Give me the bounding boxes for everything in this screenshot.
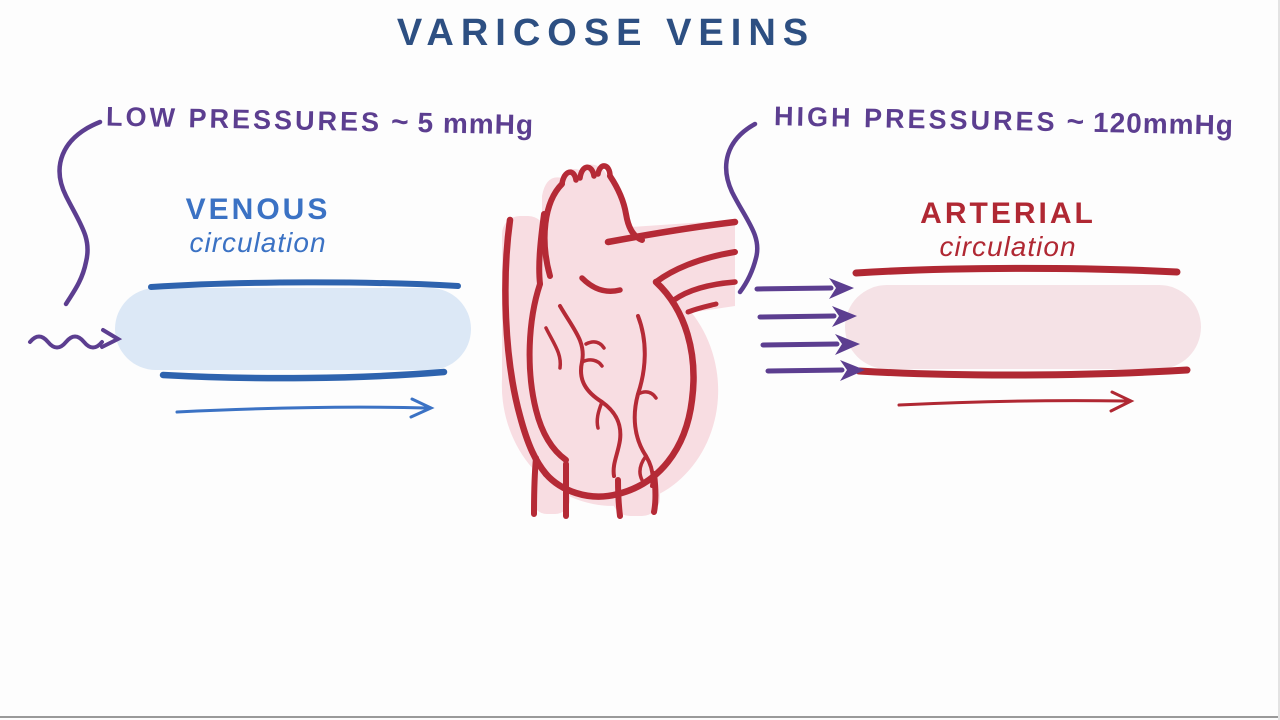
arterial-flow-arrow-icon [897,390,1135,413]
arterial-caption: ARTERIAL circulation [900,198,1116,261]
heart-outline [502,163,739,519]
arterial-vessel-lumen [845,285,1201,369]
frame-bottom-border [0,716,1280,718]
heart-fill [501,164,735,516]
pressure-arrow-icon [757,306,857,327]
venous-vessel-lumen [115,288,471,370]
venous-vessel-bottom-wall [159,368,448,382]
venous-flow-arrow-icon [175,397,435,419]
arterial-label: ARTERIAL [920,197,1096,230]
venous-sublabel: circulation [189,226,327,258]
page-title: VARICOSE VEINS [396,12,816,54]
arterial-vessel-bottom-wall [855,366,1191,379]
venous-label: VENOUS [185,193,331,226]
pressure-arrow-icon [760,334,860,355]
heart-coronary-arteries [544,304,658,488]
pressure-arrow-icon [754,278,854,299]
heart-illustration [501,163,739,519]
arterial-vessel-top-wall [852,264,1181,277]
frame-right-border [1278,0,1280,720]
low-pressure-wavy-arrow-icon [28,328,123,350]
pressure-arrows [754,278,865,381]
high-pressure-bracket-curve [723,121,760,295]
venous-vessel-top-wall [148,279,461,290]
arterial-sublabel: circulation [939,230,1077,262]
venous-caption: VENOUS circulation [150,194,366,257]
low-pressure-bracket-curve [57,119,103,307]
pressure-arrow-icon [765,360,865,381]
